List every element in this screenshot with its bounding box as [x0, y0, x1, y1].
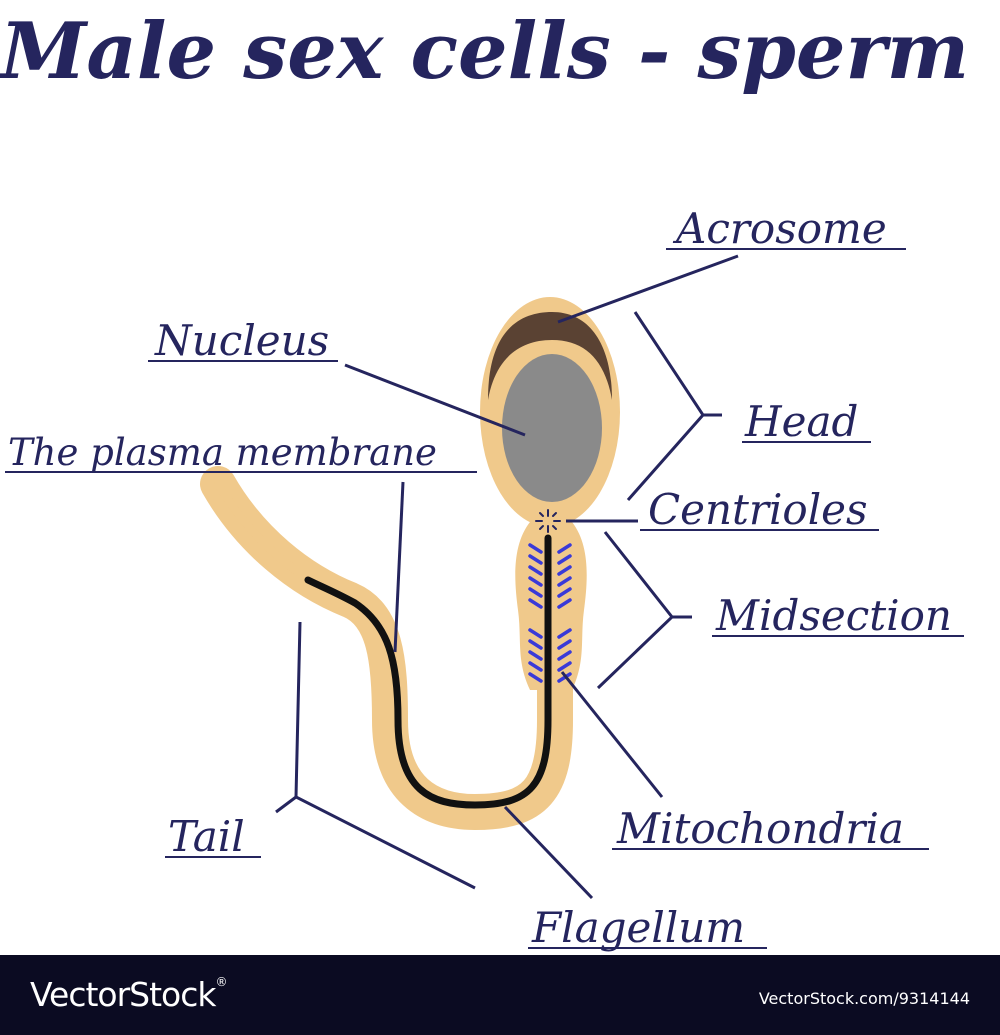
flagellum-filament	[304, 534, 552, 809]
plasma-membrane-label: The plasma membrane	[8, 431, 437, 474]
acrosome-label: Acrosome	[672, 204, 887, 253]
mitochondria-pointer	[560, 671, 664, 798]
acrosome-cap	[488, 312, 612, 400]
nucleus-shape	[502, 354, 602, 502]
acrosome-pointer	[557, 254, 739, 324]
image-id: VectorStock.com/9314144	[758, 989, 970, 1008]
flagellum-label: Flagellum	[531, 903, 745, 952]
midsection-label: Midsection	[715, 591, 952, 640]
footer-bar: VectorStock® VectorStock.com/9314144	[0, 955, 1000, 1035]
nucleus-label: Nucleus	[154, 316, 329, 365]
head-bracket	[626, 311, 705, 501]
brand-logo: VectorStock®	[30, 975, 228, 1014]
midsection-bracket	[596, 531, 675, 690]
page-title: Male sex cells - sperm	[0, 6, 969, 97]
plasma-membrane-pointer	[393, 481, 405, 653]
centrioles-marks	[535, 509, 561, 533]
centrioles-label: Centrioles	[648, 485, 868, 534]
mitochondria-label: Mitochondria	[616, 804, 904, 853]
flagellum-pointer	[503, 805, 594, 900]
mitochondria-marks	[528, 543, 572, 683]
nucleus-pointer	[344, 363, 526, 437]
head-label: Head	[744, 397, 858, 446]
tail-label: Tail	[168, 812, 245, 861]
sperm-diagram: Male sex cells - sperm	[0, 6, 969, 952]
